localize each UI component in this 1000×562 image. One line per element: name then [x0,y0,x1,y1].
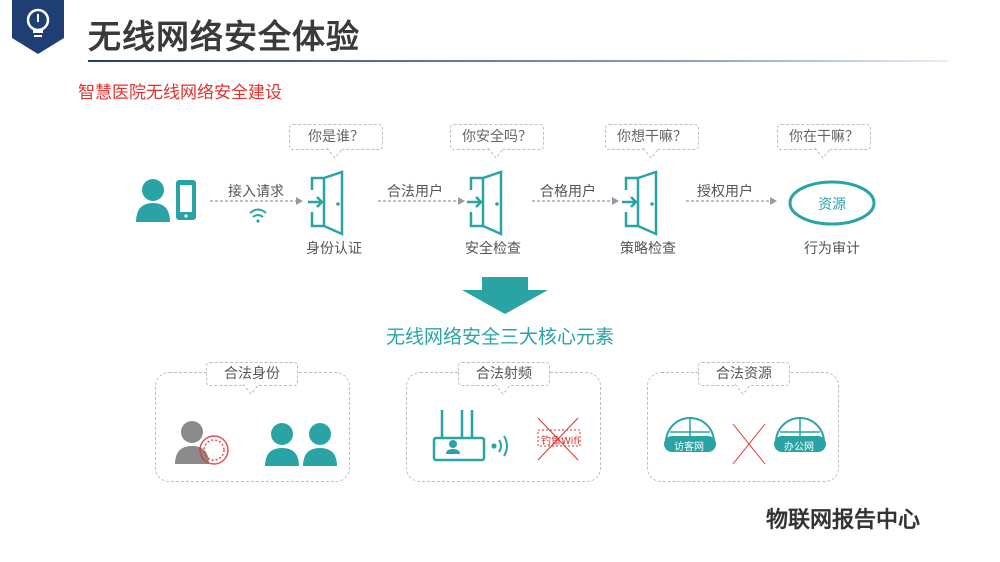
legal-user-icon [303,423,337,466]
arrow-label-authorized-user: 授权用户 [697,184,753,200]
signal-icon [491,435,508,457]
resource-ellipse [788,180,876,226]
door-icon [308,170,344,236]
core-elements-title: 无线网络安全三大核心元素 [385,326,614,348]
panel-title-identity: 合法身份 [206,362,298,386]
guest-network-label: 访客网 [674,442,704,453]
bubble-tail [642,147,660,159]
stage-label-audit: 行为审计 [804,241,860,257]
seal-stamp-icon [199,435,229,465]
question-safety: 你安全吗？ [450,124,544,150]
office-network-label: 办公网 [784,442,814,453]
fake-wifi-label: 钓鱼Wifi [541,436,580,447]
guest-network-icon [664,417,716,452]
wifi-icon [249,208,267,223]
core-elements-graphics [175,383,826,466]
page-title: 无线网络安全体验 [88,17,360,56]
door-icon [622,170,658,236]
arrow-label-legal-user: 合法用户 [387,184,443,200]
access-flow-diagram [136,147,876,314]
arrow-label-qualified-user: 合格用户 [540,184,596,200]
resource-label: 资源 [818,197,846,213]
access-point-icon [432,410,486,462]
arrow-head [296,197,303,205]
legal-user-icon [265,423,299,466]
user-icon [136,179,170,222]
arrow-head [770,197,777,205]
stage-label-security-check: 安全检查 [465,241,521,257]
ap-user-icon [446,440,460,454]
watermark-text: 物联网报告中心 [766,508,921,533]
arrow-label-request: 接入请求 [228,184,284,200]
question-intent: 你想干嘛？ [605,124,699,150]
bubble-tail [326,147,344,159]
panel-title-resource: 合法资源 [698,362,790,386]
title-divider [88,60,948,62]
lightbulb-badge-icon [12,0,64,54]
arrow-head [458,197,465,205]
isolation-cross-icon [732,423,766,465]
bubble-tail [814,147,832,159]
cross-icon [537,417,579,461]
door-icon [467,170,503,236]
question-activity: 你在干嘛？ [777,124,871,150]
phone-icon [176,180,196,220]
office-network-icon [774,417,826,452]
down-arrow-icon [462,277,548,314]
arrow-head [612,197,619,205]
stage-label-auth: 身份认证 [306,241,362,257]
stage-label-policy-check: 策略检查 [620,241,676,257]
bubble-tail [487,147,505,159]
impostor-user-icon [175,421,209,464]
section-subtitle: 智慧医院无线网络安全建设 [78,83,282,103]
